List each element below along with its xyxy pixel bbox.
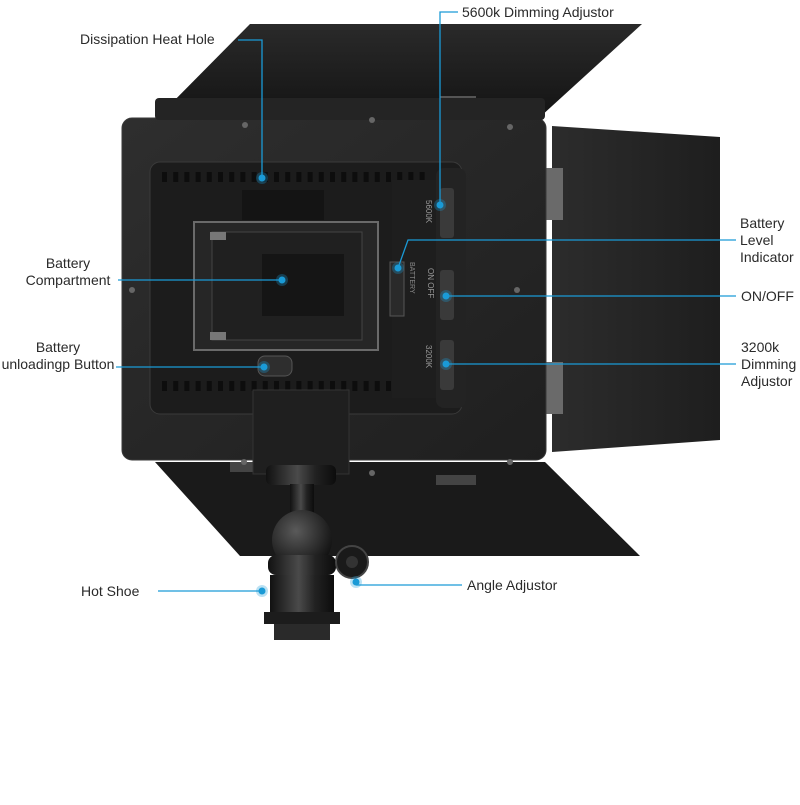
vent-slot	[341, 172, 347, 182]
callout-level-indicator-dot	[394, 264, 402, 272]
vent-slot	[162, 381, 167, 391]
vent-slot	[218, 172, 223, 182]
vent-slot	[274, 381, 279, 391]
label-battery-level-indicator: Battery Level Indicator	[740, 215, 794, 265]
label-battery-compartment: Battery Compartment	[25, 255, 111, 288]
battery-clip-2	[210, 332, 226, 340]
callout-lines	[116, 11, 736, 597]
mount-block	[252, 389, 350, 475]
vent-slot	[386, 172, 391, 182]
vent-slot	[341, 381, 347, 391]
vent-slot	[184, 172, 190, 182]
vent-slot	[173, 172, 179, 182]
vent-slot	[184, 381, 190, 391]
marking-battery: BATTERY	[408, 262, 415, 294]
vent-slot	[251, 172, 257, 182]
vent-slot	[251, 381, 257, 391]
vent-slot	[206, 381, 212, 391]
vent-slot	[274, 172, 279, 182]
hot-shoe-plate	[274, 624, 330, 640]
marking-on-off: ON OFF	[426, 268, 435, 298]
vent-slot	[419, 172, 425, 182]
vent-slot	[386, 381, 391, 391]
callout-heat-hole-dot	[258, 174, 266, 182]
label-angle-adjustor: Angle Adjustor	[467, 577, 558, 593]
vent-slot	[307, 172, 313, 182]
unloading-button	[257, 355, 293, 377]
callout-5600k-dot	[436, 201, 444, 209]
vent-slot	[374, 172, 380, 182]
callout-3200k-dot	[442, 360, 450, 368]
label-3200k-dimming: 3200k Dimming Adjustor	[741, 339, 797, 389]
ball-base	[268, 555, 336, 575]
vent-slot	[363, 172, 369, 182]
vent-slot	[330, 381, 335, 391]
right-barn-door	[552, 126, 720, 452]
vent-slot	[195, 172, 201, 182]
vent-slot	[206, 172, 212, 182]
panel-top-lip	[155, 98, 545, 120]
vent-slot	[408, 172, 414, 182]
hinge-bottom-mid	[436, 475, 476, 485]
mount-stem	[290, 484, 314, 514]
label-dissipation-heat-hole: Dissipation Heat Hole	[80, 31, 215, 47]
vent-slot	[296, 381, 302, 391]
label-5600k-dimming: 5600k Dimming Adjustor	[462, 4, 614, 20]
vent-slot	[330, 172, 335, 182]
hot-shoe-foot	[264, 612, 340, 624]
vent-slot	[162, 172, 167, 182]
vent-slot	[173, 381, 179, 391]
label-on-off: ON/OFF	[741, 288, 794, 304]
hinge-bottom-left	[230, 462, 268, 472]
vent-slot	[363, 381, 369, 391]
battery-contact-plate	[262, 254, 344, 316]
angle-knob	[335, 545, 369, 579]
vent-slot	[285, 381, 291, 391]
vent-slot	[240, 381, 246, 391]
vent-slot	[218, 381, 223, 391]
label-battery-unloading-button: Battery unloadingp Button	[1, 339, 115, 372]
vent-slot	[262, 381, 268, 391]
marking-5600k: 5600K	[424, 200, 433, 224]
vent-slot	[397, 172, 403, 182]
vent-slot	[307, 381, 313, 391]
vent-slot	[352, 381, 358, 391]
callout-unloading-button-dot	[260, 363, 268, 371]
screws	[129, 117, 520, 476]
heat-hole-plate	[242, 190, 324, 220]
vent-slot	[229, 172, 235, 182]
mount-collar	[266, 465, 336, 485]
callout-on-off-dot	[442, 292, 450, 300]
vent-slot	[352, 172, 358, 182]
hot-shoe-body	[270, 575, 334, 613]
vent-slot	[296, 172, 302, 182]
vents-top	[162, 172, 425, 182]
callout-heat-hole-line	[238, 39, 263, 178]
vent-slot	[195, 381, 201, 391]
marking-3200k: 3200K	[424, 345, 433, 369]
callout-angle-adjustor-dot	[352, 578, 360, 586]
battery-clip-1	[210, 232, 226, 240]
dial-5600k	[440, 188, 454, 238]
level-indicator-window	[389, 261, 405, 317]
vent-slot	[318, 172, 324, 182]
callout-hot-shoe-dot	[258, 587, 266, 595]
callout-battery-compartment-dot	[278, 276, 286, 284]
bottom-barn-door	[155, 462, 640, 556]
top-barn-door	[158, 24, 642, 117]
callout-level-indicator-line	[397, 239, 736, 269]
vent-slot	[318, 381, 324, 391]
callout-5600k-line	[439, 11, 458, 205]
vent-slot	[229, 381, 235, 391]
vent-slot	[285, 172, 291, 182]
vent-slot	[374, 381, 380, 391]
label-hot-shoe: Hot Shoe	[81, 583, 140, 599]
vent-slot	[240, 172, 246, 182]
